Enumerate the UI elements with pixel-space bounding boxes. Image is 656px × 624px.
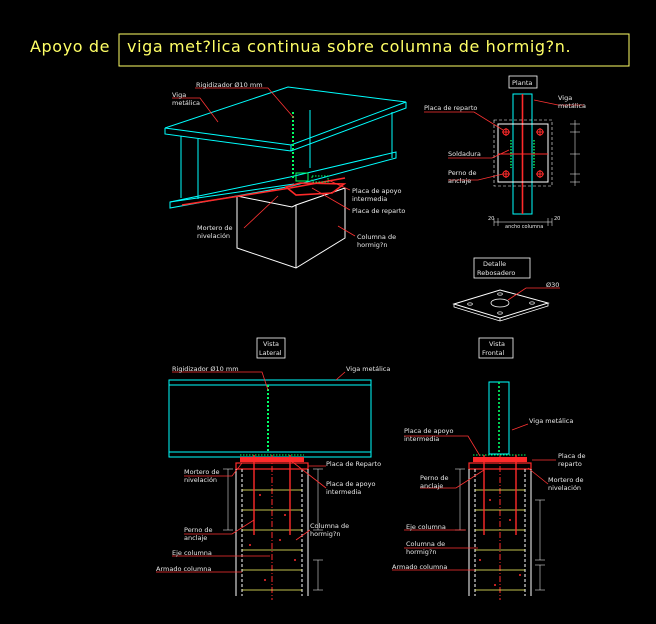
frontal-label-mortero-2: nivelación — [548, 484, 581, 492]
plan-header-box — [508, 75, 538, 89]
iso-label-columna-1: Columna de — [357, 233, 396, 241]
lateral-label-placa-apoyo-1: Placa de apoyo — [326, 480, 375, 488]
lateral-anchor-bolts — [253, 455, 291, 535]
lateral-column — [235, 455, 309, 600]
isometric-view: Rigidizador Ø10 mm Viga metálica Placa d… — [164, 81, 407, 269]
detail-header-box — [473, 257, 531, 279]
frontal-anchor-bolts — [483, 455, 517, 535]
lateral-header-box — [256, 337, 286, 359]
iso-leaders — [172, 87, 356, 237]
lateral-label-eje: Eje columna — [172, 549, 212, 557]
lateral-label-perno-1: Perno de — [184, 526, 213, 534]
lateral-header-1: Vista — [263, 340, 279, 348]
drawing-title: Apoyo de viga met?lica continua sobre co… — [30, 33, 630, 67]
lateral-label-columna-2: hormig?n — [310, 530, 341, 538]
lateral-leaders — [156, 371, 346, 573]
title-box — [118, 33, 630, 67]
lateral-view: Vista Lateral — [156, 337, 390, 600]
frontal-label-columna-2: hormig?n — [406, 548, 437, 556]
lateral-label-rigidizador: Rigidizador Ø10 mm — [172, 365, 239, 373]
plan-label-viga-1: Viga — [558, 94, 572, 102]
plan-label-perno-2: anclaje — [448, 177, 471, 185]
iso-label-viga-1: Viga — [172, 91, 186, 99]
iso-label-mortero-2: nivelación — [197, 232, 230, 240]
frontal-header-1: Vista — [489, 340, 505, 348]
detail-bolt-holes — [467, 292, 535, 315]
iso-plates — [181, 177, 347, 206]
title-prefix: Apoyo de — [30, 37, 110, 56]
detail-rebosadero: Detalle Rebosadero Ø30 — [452, 257, 560, 322]
plan-header: Planta — [512, 79, 532, 87]
plan-dim-left: 20 — [488, 216, 494, 222]
frontal-label-placa-apoyo-2: intermedia — [404, 435, 439, 443]
frontal-view: Vista Frontal — [392, 337, 585, 600]
detail-dim: Ø30 — [546, 281, 559, 289]
frontal-label-placa-reparto-1: Placa de — [558, 452, 585, 460]
lateral-label-mortero-1: Mortero de — [184, 468, 220, 476]
lateral-label-mortero-2: nivelación — [184, 476, 217, 484]
frontal-aggregate — [479, 499, 521, 586]
frontal-column — [468, 455, 532, 600]
detail-hole — [490, 298, 510, 308]
lateral-label-placa-apoyo-2: intermedia — [326, 488, 361, 496]
plan-label-perno-1: Perno de — [448, 169, 477, 177]
plan-label-placa-reparto: Placa de reparto — [424, 104, 477, 112]
iso-concrete-column — [236, 187, 346, 269]
plan-leaders — [424, 99, 584, 181]
frontal-label-mortero-1: Mortero de — [548, 476, 584, 484]
frontal-label-perno-1: Perno de — [420, 474, 449, 482]
plan-base-plate — [497, 123, 549, 183]
detail-header-2: Rebosadero — [477, 269, 515, 277]
plan-dim-right: 20 — [554, 216, 560, 222]
lateral-aggregate — [249, 494, 296, 581]
frontal-label-columna-1: Columna de — [406, 540, 445, 548]
plan-label-soldadura: Soldadura — [448, 150, 481, 158]
iso-label-placa-reparto: Placa de reparto — [352, 207, 405, 215]
frontal-header-box — [478, 337, 514, 359]
iso-label-placa-apoyo-1: Placa de apoyo — [352, 187, 401, 195]
iso-label-columna-2: hormig?n — [357, 241, 388, 249]
frontal-header-2: Frontal — [482, 349, 504, 357]
iso-steel-beam — [164, 86, 407, 209]
frontal-label-viga: Viga metálica — [529, 417, 573, 425]
iso-label-rigidizador: Rigidizador Ø10 mm — [196, 81, 263, 89]
title-boxed-text: viga met?lica continua sobre columna de … — [127, 37, 571, 56]
frontal-leaders — [392, 423, 556, 571]
plan-label-viga-2: metálica — [558, 102, 586, 110]
plan-dim-bottom: ancho columna — [505, 224, 543, 230]
lateral-label-placa-reparto: Placa de Reparto — [326, 460, 381, 468]
lateral-label-viga: Viga metálica — [346, 365, 390, 373]
iso-stiffener — [292, 112, 329, 183]
lateral-header-2: Lateral — [259, 349, 282, 357]
frontal-label-perno-2: anclaje — [420, 482, 443, 490]
iso-label-viga-2: metálica — [172, 99, 200, 107]
plan-dimensions — [493, 120, 580, 226]
lateral-label-armado: Armado columna — [156, 565, 211, 573]
frontal-dims — [455, 468, 545, 591]
frontal-label-placa-reparto-2: reparto — [558, 460, 582, 468]
plan-view: Planta — [424, 75, 586, 230]
detail-header-1: Detalle — [483, 260, 506, 268]
frontal-label-armado: Armado columna — [392, 563, 447, 571]
plan-column-outline — [493, 119, 553, 187]
lateral-stirrups — [242, 489, 302, 591]
lateral-dims — [223, 468, 323, 591]
lateral-label-perno-2: anclaje — [184, 534, 207, 542]
frontal-label-placa-apoyo-1: Placa de apoyo — [404, 427, 453, 435]
frontal-label-eje: Eje columna — [406, 523, 446, 531]
lateral-beam — [168, 379, 372, 458]
iso-label-mortero-1: Mortero de — [197, 224, 233, 232]
lateral-label-columna-1: Columna de — [310, 522, 349, 530]
iso-label-placa-apoyo-2: intermedia — [352, 195, 387, 203]
